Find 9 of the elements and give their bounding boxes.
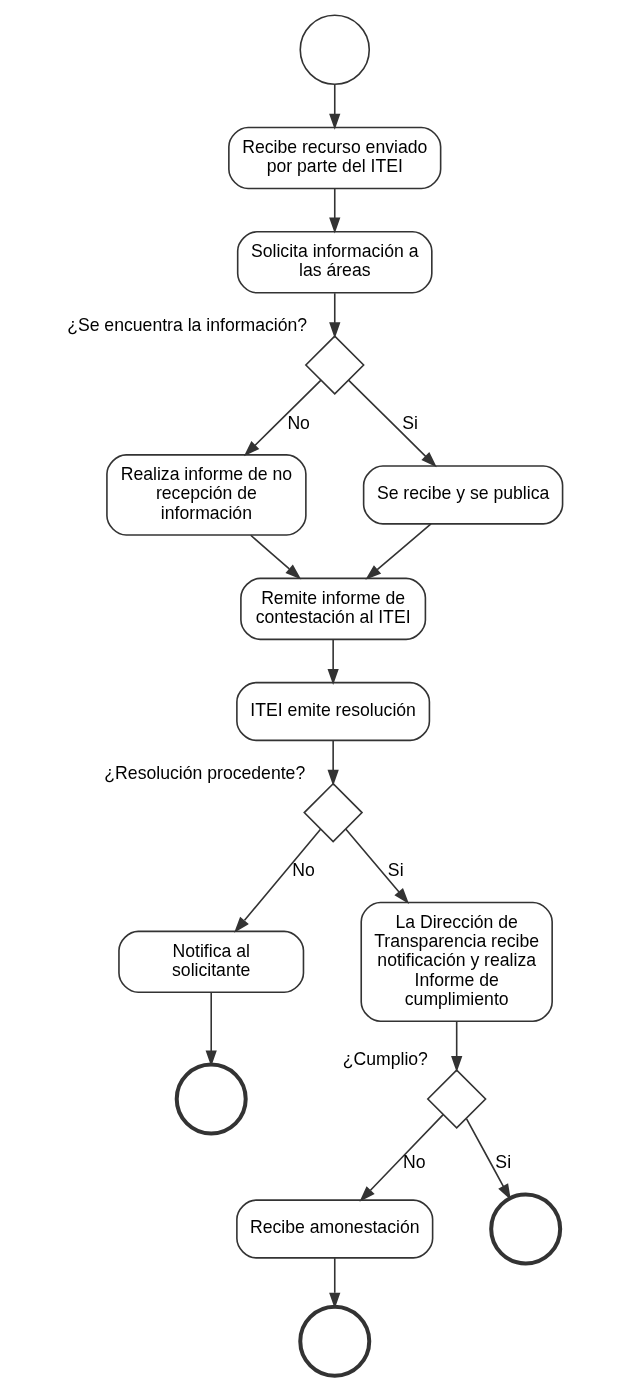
node-label: ¿Se encuentra la información? <box>66 314 307 335</box>
edge-label: Si <box>387 860 404 881</box>
edge-label: No <box>291 860 315 881</box>
node-label: ¿Resolución procedente? <box>103 762 305 783</box>
edge-label: Si <box>401 412 418 433</box>
node-label: ¿Cumplio? <box>342 1049 428 1069</box>
edge-label: Si <box>494 1152 511 1173</box>
edge-label: No <box>402 1152 425 1173</box>
edge-label: No <box>286 412 310 433</box>
